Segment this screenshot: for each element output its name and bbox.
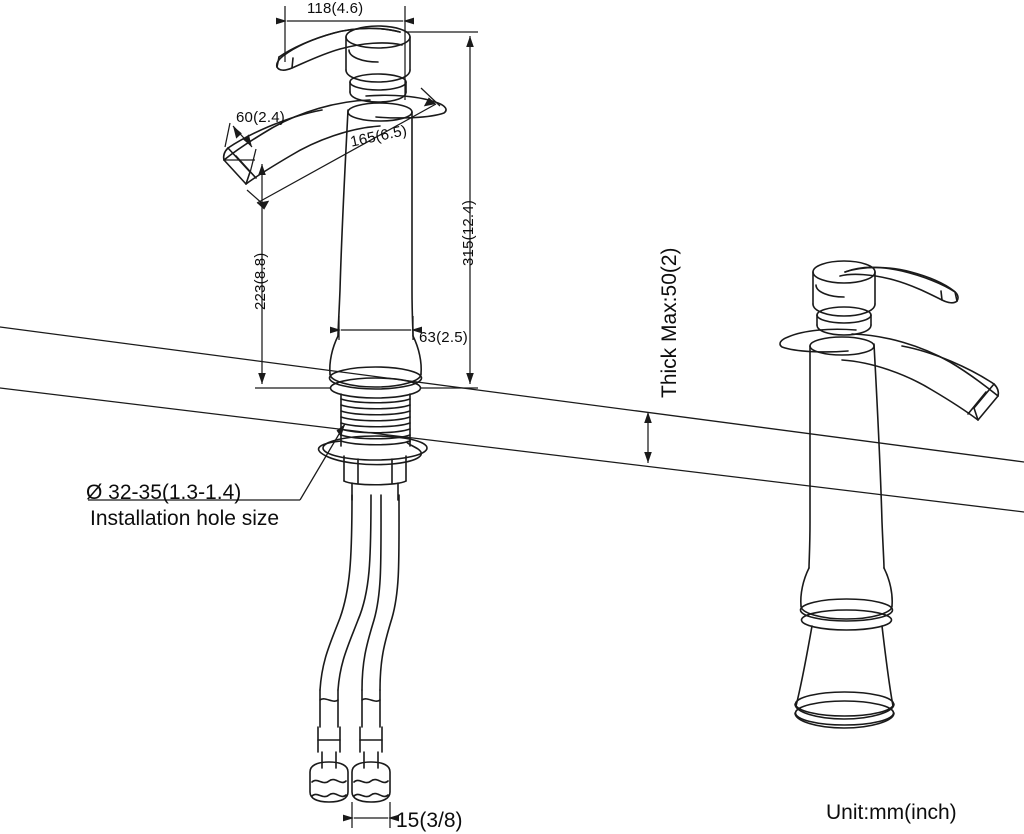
dimline-hose-connector <box>343 802 399 828</box>
dim-label-body-height: 223(8.8) <box>252 252 269 310</box>
countertop-surface <box>0 326 1024 513</box>
dimline-spout-reach <box>246 87 441 210</box>
dimline-spout-tip-width <box>224 122 257 174</box>
supply-hose-left <box>309 494 372 803</box>
dimline-counter-thickness <box>644 412 652 463</box>
unit-note: Unit:mm(inch) <box>826 801 957 824</box>
body-lower-bulb <box>328 335 423 399</box>
body-collar <box>347 102 413 122</box>
right-spout <box>779 328 1000 421</box>
right-trim-ring <box>816 306 872 336</box>
dimline-base-diameter <box>330 316 422 340</box>
dim-label-spout-tip-width: 60(2.4) <box>236 109 285 126</box>
handle-trim-ring <box>349 73 407 103</box>
right-pedestal-stem <box>795 625 894 707</box>
right-body-lower-bulb <box>799 567 894 631</box>
right-pedestal-base <box>794 691 895 729</box>
dimline-body-height <box>224 159 330 389</box>
right-body-upper <box>808 336 885 569</box>
main-faucet-view <box>0 25 1024 803</box>
dimline-handle-width <box>276 6 414 100</box>
dim-label-total-height: 315(12.4) <box>460 199 477 266</box>
dim-label-base-diameter: 63(2.5) <box>419 329 468 346</box>
hex-lock-nut <box>343 455 407 486</box>
right-handle-cap <box>812 260 876 317</box>
right-handle-lever <box>839 266 959 304</box>
dimension-lines-layer <box>88 6 652 828</box>
dim-label-handle-width: 118(4.6) <box>307 0 364 17</box>
dim-label-hose-connector: 15(3/8) <box>396 809 463 832</box>
annotation-hole-size-caption: Installation hole size <box>90 507 280 530</box>
leader-installation-hole <box>88 423 346 501</box>
supply-hose-right <box>351 494 400 803</box>
handle-lever <box>275 27 403 71</box>
handle-cap <box>345 25 411 83</box>
dimline-total-height <box>405 31 478 389</box>
right-isometric-view <box>779 260 1000 729</box>
annotation-hole-size: Ø 32-35(1.3-1.4) <box>86 481 242 504</box>
dim-label-counter-thickness: Thick Max:50(2) <box>658 247 681 398</box>
